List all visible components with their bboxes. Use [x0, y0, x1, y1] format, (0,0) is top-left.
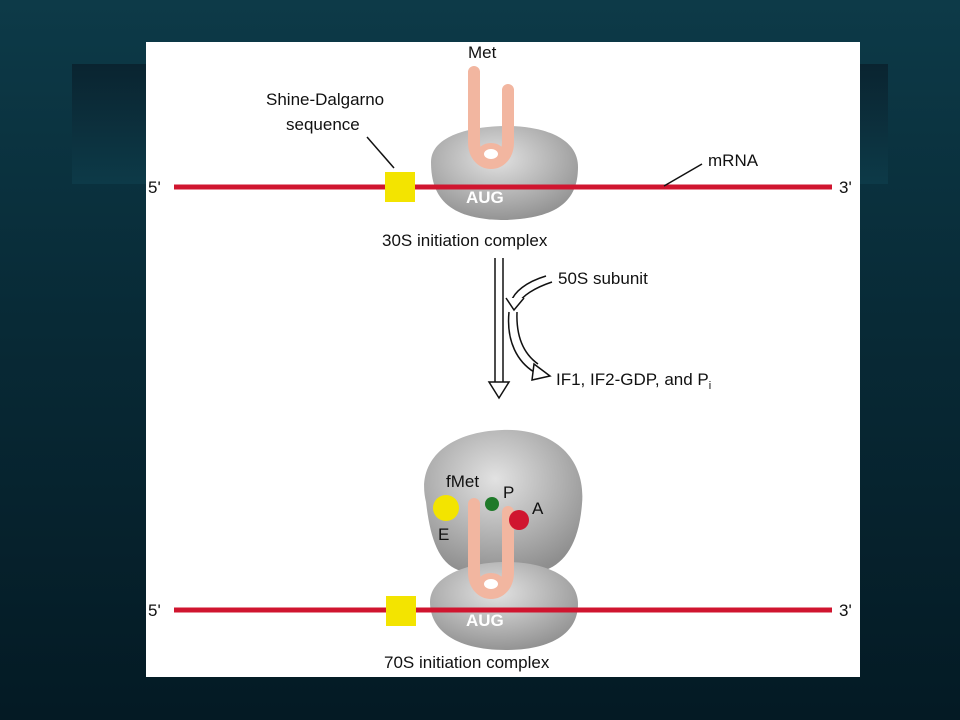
site-e-label: E [438, 525, 449, 544]
site-p-dot [485, 497, 499, 511]
trna-bottom [468, 498, 514, 599]
site-p-label: P [503, 483, 514, 502]
five-prime-label-bottom: 5' [148, 601, 161, 620]
five-prime-label-top: 5' [148, 178, 161, 197]
shine-dalgarno-box-top [385, 172, 415, 202]
site-a-dot [509, 510, 529, 530]
site-a-label: A [532, 499, 544, 518]
mrna-label: mRNA [708, 151, 759, 170]
released-factors-subscript: i [709, 380, 711, 392]
shine-dalgarno-pointer [366, 136, 395, 169]
three-prime-label-bottom: 3' [839, 601, 852, 620]
ribosome-30s-subunit-70s [430, 562, 578, 650]
three-prime-label-top: 3' [839, 178, 852, 197]
released-factors-text: IF1, IF2-GDP, and P [556, 370, 709, 389]
shine-dalgarno-box-bottom [386, 596, 416, 626]
initiation-diagram: Met Shine-Dalgarno sequence mRNA 5' 3' A… [148, 43, 852, 672]
aug-label-top: AUG [466, 188, 504, 207]
complex-30s-label: 30S initiation complex [382, 231, 548, 250]
complex-70s-label: 70S initiation complex [384, 653, 550, 672]
released-factors-label: IF1, IF2-GDP, and Pi [556, 370, 711, 392]
shine-dalgarno-label: Shine-Dalgarno [266, 90, 384, 109]
sequence-label: sequence [286, 115, 360, 134]
met-label: Met [468, 43, 497, 62]
aug-label-bottom: AUG [466, 611, 504, 630]
ribosome-50s-subunit [424, 429, 583, 570]
diagram-panel: Met Shine-Dalgarno sequence mRNA 5' 3' A… [146, 42, 860, 677]
reaction-arrow [487, 258, 511, 400]
release-factors-arrow [507, 311, 552, 381]
ribosome-30s-subunit [431, 126, 578, 220]
fmet-label: fMet [446, 472, 479, 491]
trna-top [468, 66, 514, 169]
mrna-pointer [663, 163, 703, 187]
subunit-50s-label: 50S subunit [558, 269, 648, 288]
join-50s-arrow [505, 275, 553, 312]
site-e-dot [433, 495, 459, 521]
